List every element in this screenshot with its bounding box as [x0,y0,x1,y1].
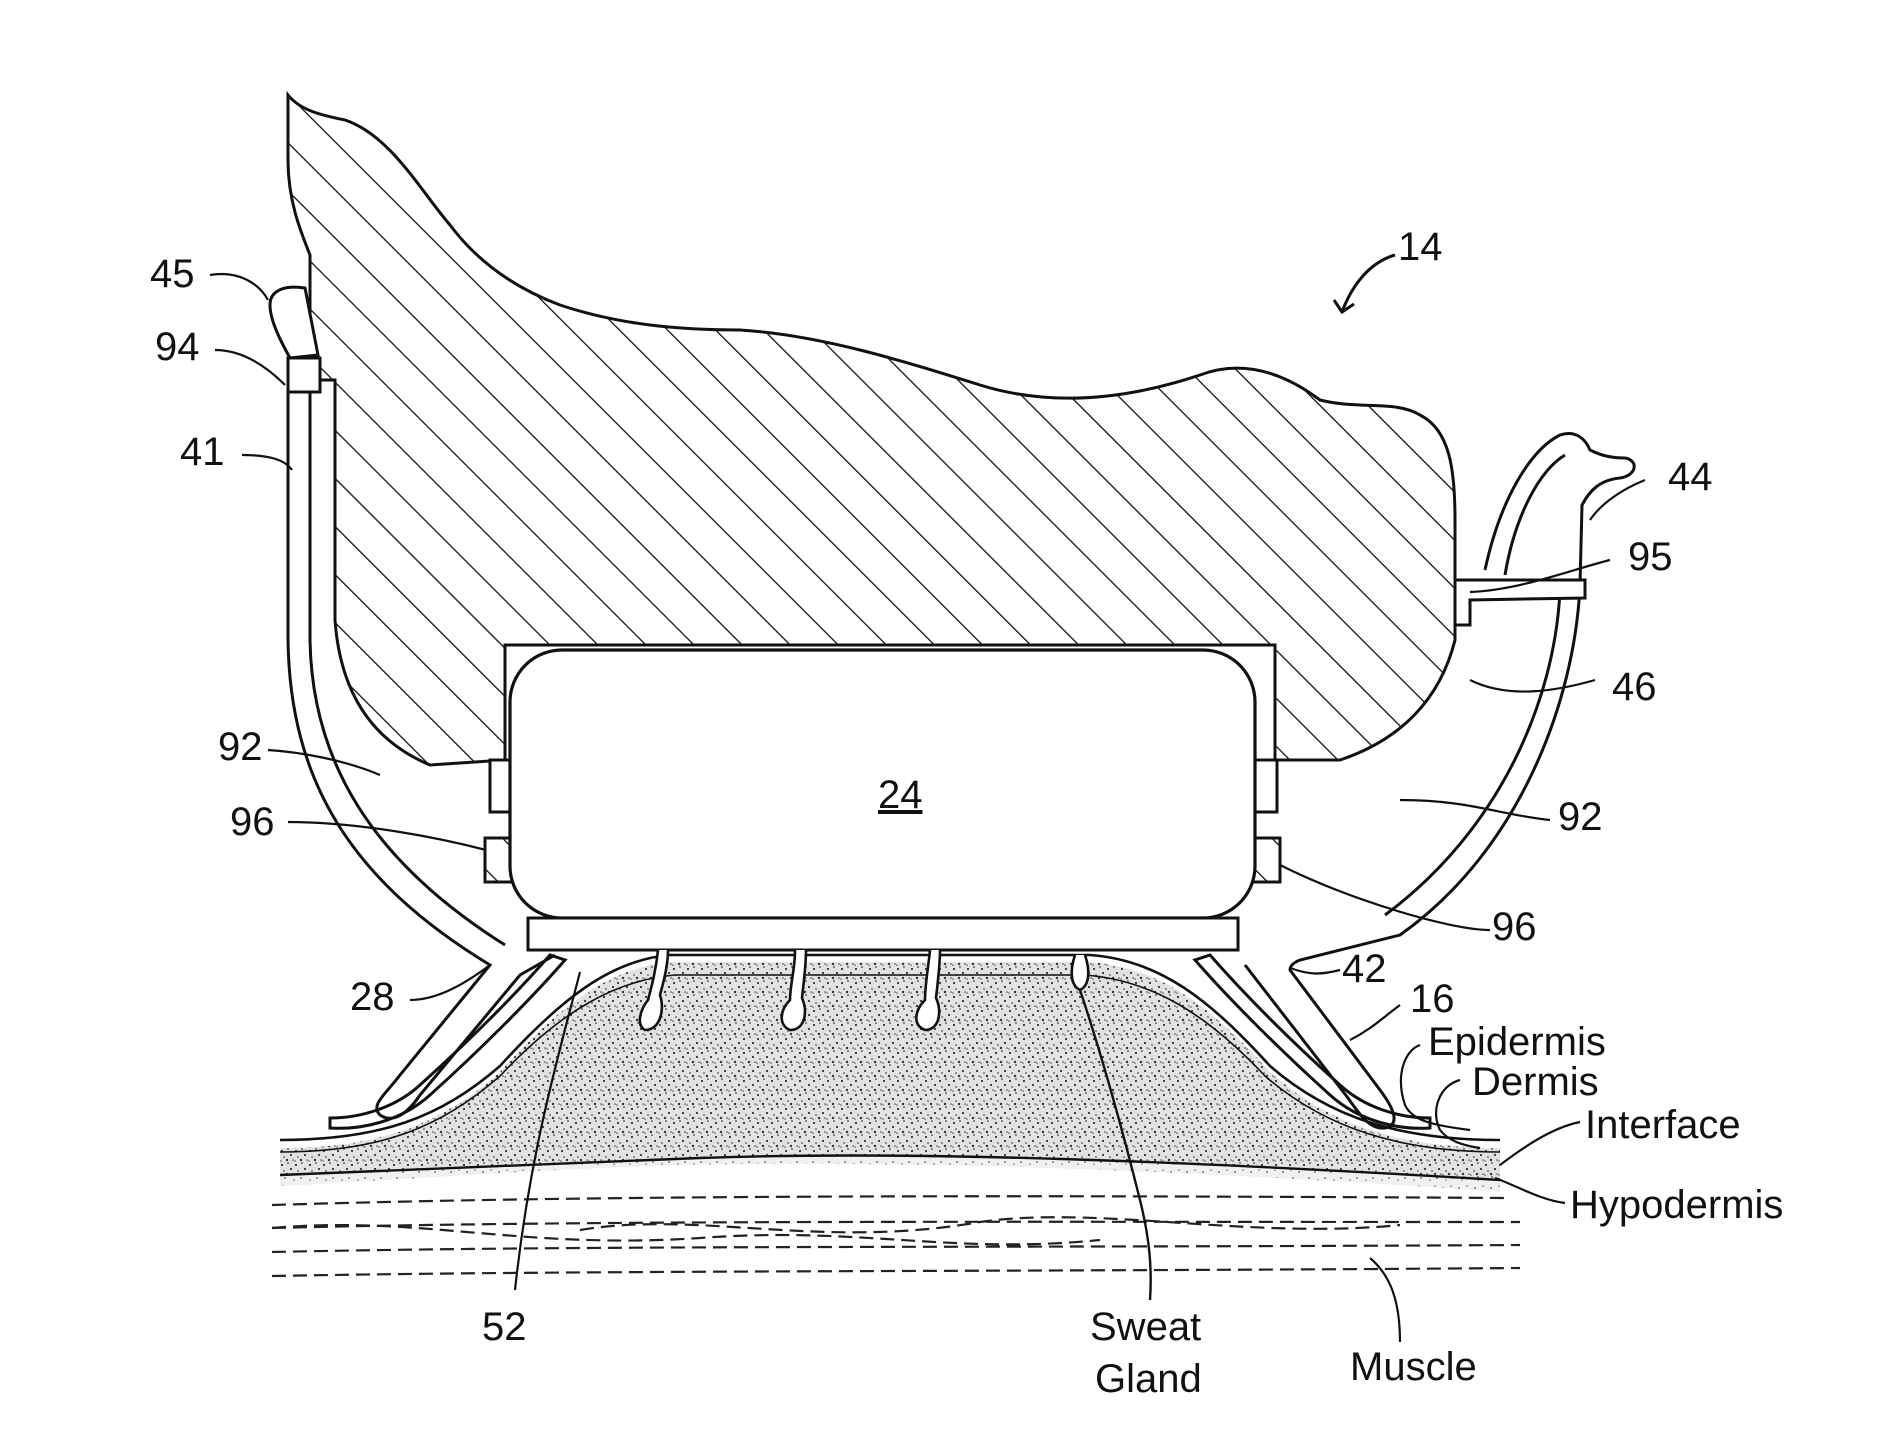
label-45: 45 [150,252,195,296]
label-24: 24 [878,773,923,817]
label-41: 41 [180,430,225,474]
label-95: 95 [1628,535,1673,579]
label-16: 16 [1410,977,1455,1021]
label-96-left: 96 [230,800,275,844]
right-block-95-46 [1455,580,1585,625]
label-interface: Interface [1585,1103,1741,1147]
label-dermis: Dermis [1472,1060,1599,1104]
label-44: 44 [1668,455,1713,499]
label-52: 52 [482,1305,527,1349]
label-gland: Gland [1095,1357,1202,1401]
label-28: 28 [350,975,395,1019]
label-sweat: Sweat [1090,1305,1201,1349]
label-46: 46 [1612,665,1657,709]
muscle-layer [272,1196,1520,1276]
label-92-left: 92 [218,725,263,769]
label-14: 14 [1398,225,1443,269]
label-96-right: 96 [1492,905,1537,949]
arrow-14 [1334,255,1395,312]
label-42: 42 [1342,947,1387,991]
label-hypodermis: Hypodermis [1570,1183,1783,1227]
sensor-plate-28 [528,918,1238,950]
label-epidermis: Epidermis [1428,1020,1606,1064]
label-92-right: 92 [1558,795,1603,839]
label-muscle: Muscle [1350,1345,1477,1389]
label-94: 94 [155,325,200,369]
